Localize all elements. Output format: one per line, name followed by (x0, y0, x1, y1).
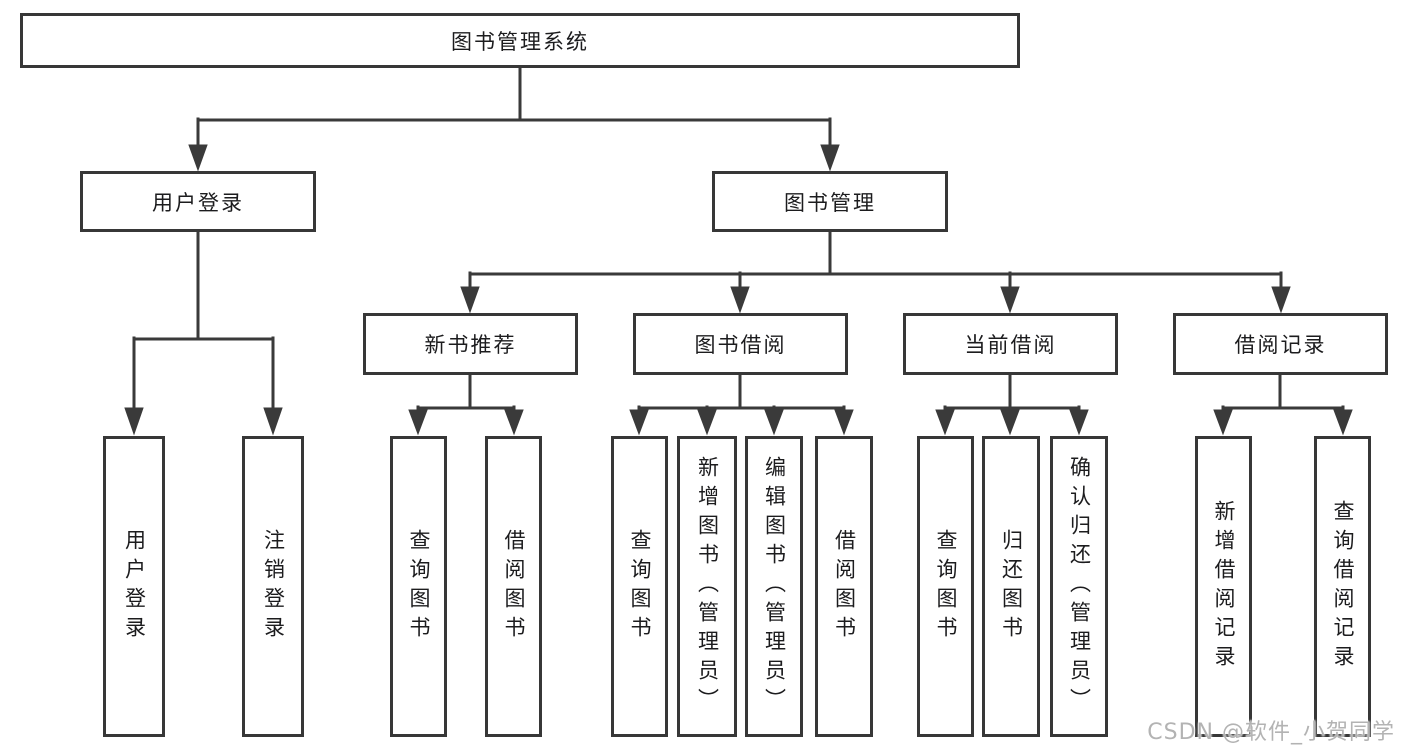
leaf-return-books: 归还图书 (982, 436, 1040, 737)
leaf-add-borrow-record: 新增借阅记录 (1195, 436, 1252, 737)
leaf-label: 借阅图书 (502, 528, 526, 645)
node-label: 图书管理系统 (451, 29, 589, 54)
leaf-label: 查询图书 (628, 528, 652, 645)
node-book-management: 图书管理 (712, 171, 948, 232)
leaf-query-borrow-record: 查询借阅记录 (1314, 436, 1371, 737)
leaf-confirm-return-admin: 确认归还（管理员） (1050, 436, 1108, 737)
leaf-label: 归还图书 (999, 528, 1024, 645)
leaf-edit-book-admin: 编辑图书（管理员） (745, 436, 803, 737)
leaf-label: 查询借阅记录 (1331, 499, 1355, 674)
leaf-label: 用户登录 (122, 528, 147, 645)
leaf-label: 查询图书 (934, 528, 958, 645)
leaf-query-books-recommend: 查询图书 (390, 436, 447, 737)
leaf-label: 确认归还（管理员） (1067, 456, 1092, 717)
node-label: 借阅记录 (1234, 333, 1327, 357)
node-root-system: 图书管理系统 (20, 13, 1020, 68)
leaf-query-books-current: 查询图书 (917, 436, 974, 737)
node-label: 当前借阅 (964, 333, 1057, 357)
node-new-book-recommend: 新书推荐 (363, 313, 578, 375)
node-label: 用户登录 (152, 190, 244, 215)
node-book-borrow: 图书借阅 (633, 313, 848, 375)
node-borrow-records: 借阅记录 (1173, 313, 1388, 375)
node-label: 新书推荐 (424, 333, 517, 357)
leaf-logout: 注销登录 (242, 436, 304, 737)
node-user-login: 用户登录 (80, 171, 316, 232)
leaf-label: 查询图书 (407, 528, 431, 645)
leaf-user-login: 用户登录 (103, 436, 165, 737)
node-label: 图书管理 (784, 190, 876, 215)
leaf-label: 新增图书（管理员） (695, 456, 720, 717)
leaf-label: 编辑图书（管理员） (762, 456, 787, 717)
leaf-borrow-books-recommend: 借阅图书 (485, 436, 542, 737)
leaf-label: 新增借阅记录 (1212, 499, 1236, 674)
leaf-label: 借阅图书 (832, 528, 857, 645)
node-current-borrow: 当前借阅 (903, 313, 1118, 375)
leaf-borrow-books: 借阅图书 (815, 436, 873, 737)
csdn-watermark: CSDN @软件_小贺同学 (1147, 720, 1395, 745)
leaf-label: 注销登录 (261, 528, 286, 645)
node-label: 图书借阅 (694, 333, 787, 357)
leaf-add-book-admin: 新增图书（管理员） (677, 436, 737, 737)
leaf-query-books-borrow: 查询图书 (611, 436, 668, 737)
